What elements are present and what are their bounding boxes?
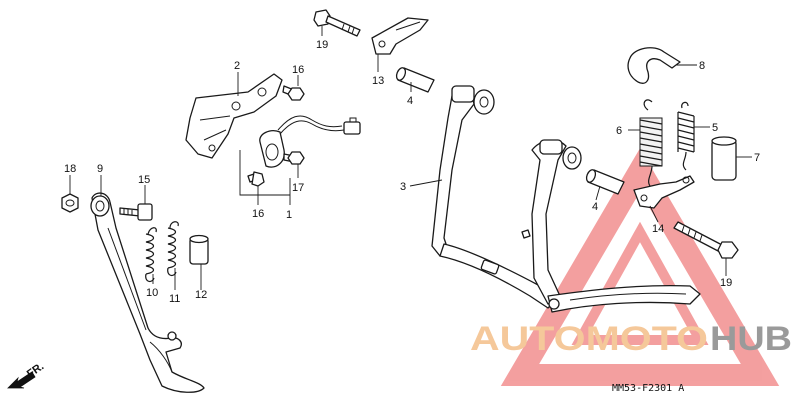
side-stand-switch	[259, 115, 361, 168]
main-stand	[431, 85, 701, 313]
spring-11	[167, 221, 179, 277]
bolt-16-upper	[282, 85, 305, 101]
bracket-13	[371, 17, 429, 55]
watermark-text-light: AUTOMOTO	[470, 320, 708, 358]
callout-19-right: 19	[720, 277, 732, 289]
collar-4-mid	[585, 169, 625, 195]
callout-15: 15	[138, 174, 150, 186]
callout-16-upper: 16	[292, 64, 304, 76]
bolt-17	[283, 151, 305, 165]
callout-4-mid: 4	[592, 201, 598, 213]
spring-plate-14	[633, 175, 695, 209]
bolt-19-top	[313, 9, 361, 37]
front-arrow-icon	[7, 371, 36, 389]
callouts: 1 2 3 4 4 5 6 7 8 9 10 11 12 13 14 15 16…	[64, 39, 760, 305]
callout-13: 13	[372, 75, 384, 87]
front-direction-indicator: FR.	[7, 360, 46, 389]
bracket-2	[185, 73, 283, 159]
collar-4-top	[395, 67, 435, 93]
callout-12: 12	[195, 289, 207, 301]
side-stand	[90, 192, 205, 393]
collar-7	[711, 136, 737, 181]
callout-2: 2	[234, 60, 240, 72]
callout-9: 9	[97, 163, 103, 175]
watermark-text-dark: HUB	[710, 320, 792, 358]
callout-8: 8	[699, 60, 705, 72]
callout-1: 1	[286, 209, 292, 221]
callout-17: 17	[292, 182, 304, 194]
watermark-text: AUTOMOTO HUB	[470, 320, 792, 358]
callout-10: 10	[146, 287, 158, 299]
bolt-19-right	[673, 221, 739, 259]
callout-18: 18	[64, 163, 76, 175]
diagram-code: MM53-F2301 A	[612, 383, 684, 394]
collar-12	[189, 234, 209, 265]
spring-hook-8	[627, 47, 681, 84]
callout-11: 11	[169, 293, 180, 305]
spring-6	[639, 99, 663, 187]
callout-5: 5	[712, 122, 718, 134]
spring-5	[677, 101, 695, 171]
spring-10	[145, 227, 157, 283]
callout-3: 3	[400, 181, 406, 193]
bolt-16-lower	[247, 171, 265, 187]
callout-16-lower: 16	[252, 208, 264, 220]
leader-lines	[69, 26, 752, 290]
callout-6: 6	[616, 125, 622, 137]
callout-7: 7	[754, 152, 760, 164]
nut-18	[61, 193, 79, 213]
callout-19-top: 19	[316, 39, 328, 51]
bolt-15	[119, 203, 153, 221]
callout-14: 14	[652, 223, 664, 235]
callout-4-top: 4	[407, 95, 413, 107]
